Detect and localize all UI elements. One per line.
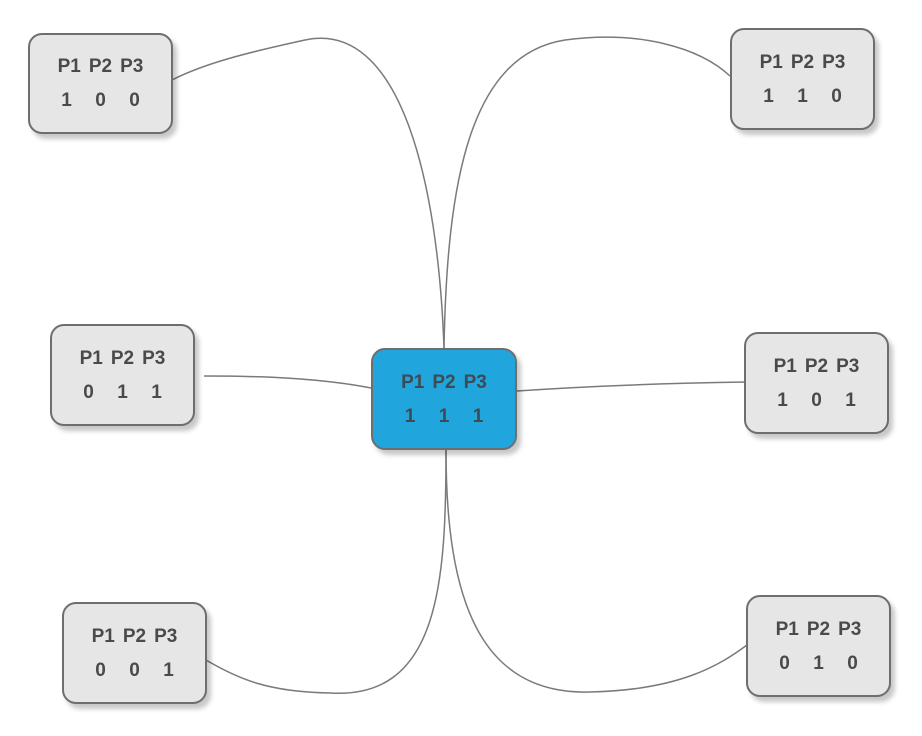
header-p1-label: P1 (57, 56, 81, 77)
state-node-bottom-left: P1 P2 P3 0 0 1 (62, 602, 207, 704)
value-row: 0 1 0 (768, 654, 870, 673)
edge-center-bottom-left (205, 449, 447, 694)
edge-center-middle-right (516, 381, 747, 392)
header-p3-label: P3 (463, 371, 487, 393)
header-p3-label: P3 (154, 625, 178, 647)
header-p2-label: P2 (122, 625, 147, 647)
value-row: 1 1 1 (393, 407, 495, 426)
value-p1: 1 (404, 405, 416, 427)
header-p1-label: P1 (773, 355, 797, 377)
edge-center-middle-left (203, 375, 372, 389)
value-p2: 1 (117, 381, 128, 403)
value-p2: 1 (797, 85, 808, 107)
header-row: P1 P2 P3 (58, 57, 144, 76)
header-row: P1 P2 P3 (80, 349, 166, 368)
header-p1-label: P1 (759, 51, 783, 73)
value-p1: 1 (777, 389, 788, 411)
state-node-bottom-right: P1 P2 P3 0 1 0 (746, 595, 891, 697)
value-p3: 0 (847, 652, 858, 674)
value-row: 1 0 1 (766, 391, 868, 410)
header-p2-label: P2 (88, 56, 113, 77)
header-row: P1 P2 P3 (776, 620, 862, 639)
value-p3: 0 (129, 90, 140, 111)
value-p1: 1 (763, 85, 774, 107)
header-p3-label: P3 (142, 347, 166, 369)
header-p2-label: P2 (110, 347, 135, 369)
header-row: P1 P2 P3 (760, 53, 846, 72)
value-p3: 0 (831, 85, 842, 107)
edge-center-top-right (443, 36, 731, 349)
edge-center-top-left (171, 37, 445, 349)
edge-center-bottom-right (445, 449, 748, 693)
state-node-middle-right: P1 P2 P3 1 0 1 (744, 332, 889, 434)
value-p2: 0 (95, 90, 106, 111)
value-p2: 0 (129, 659, 140, 681)
value-p2: 0 (811, 389, 822, 411)
value-p3: 1 (163, 659, 174, 681)
state-node-middle-left: P1 P2 P3 0 1 1 (50, 324, 195, 426)
value-p2: 1 (813, 652, 824, 674)
header-p2-label: P2 (432, 371, 456, 393)
header-p2-label: P2 (806, 618, 831, 640)
value-p1: 0 (83, 381, 94, 403)
state-node-top-right: P1 P2 P3 1 1 0 (730, 28, 875, 130)
header-p1-label: P1 (91, 625, 115, 647)
header-p3-label: P3 (120, 56, 144, 77)
value-p3: 1 (151, 381, 162, 403)
value-p1: 1 (61, 90, 72, 111)
header-p2-label: P2 (790, 51, 815, 73)
value-p3: 1 (845, 389, 856, 411)
header-p3-label: P3 (836, 355, 860, 377)
value-p3: 1 (472, 405, 484, 427)
header-p1-label: P1 (79, 347, 103, 369)
state-node-top-left: P1 P2 P3 1 0 0 (28, 33, 173, 134)
value-row: 0 1 1 (72, 383, 174, 402)
value-row: 1 1 0 (752, 87, 854, 106)
header-p3-label: P3 (822, 51, 846, 73)
value-p1: 0 (95, 659, 106, 681)
value-row: 0 0 1 (84, 661, 186, 680)
state-node-center: P1 P2 P3 1 1 1 (371, 348, 517, 450)
header-row: P1 P2 P3 (774, 357, 860, 376)
header-p1-label: P1 (401, 371, 425, 393)
header-p1-label: P1 (775, 618, 799, 640)
header-row: P1 P2 P3 (92, 627, 178, 646)
header-p2-label: P2 (804, 355, 829, 377)
value-p1: 0 (779, 652, 790, 674)
header-p3-label: P3 (838, 618, 862, 640)
value-row: 1 0 0 (50, 91, 152, 110)
value-p2: 1 (438, 405, 450, 427)
header-row: P1 P2 P3 (401, 373, 487, 392)
